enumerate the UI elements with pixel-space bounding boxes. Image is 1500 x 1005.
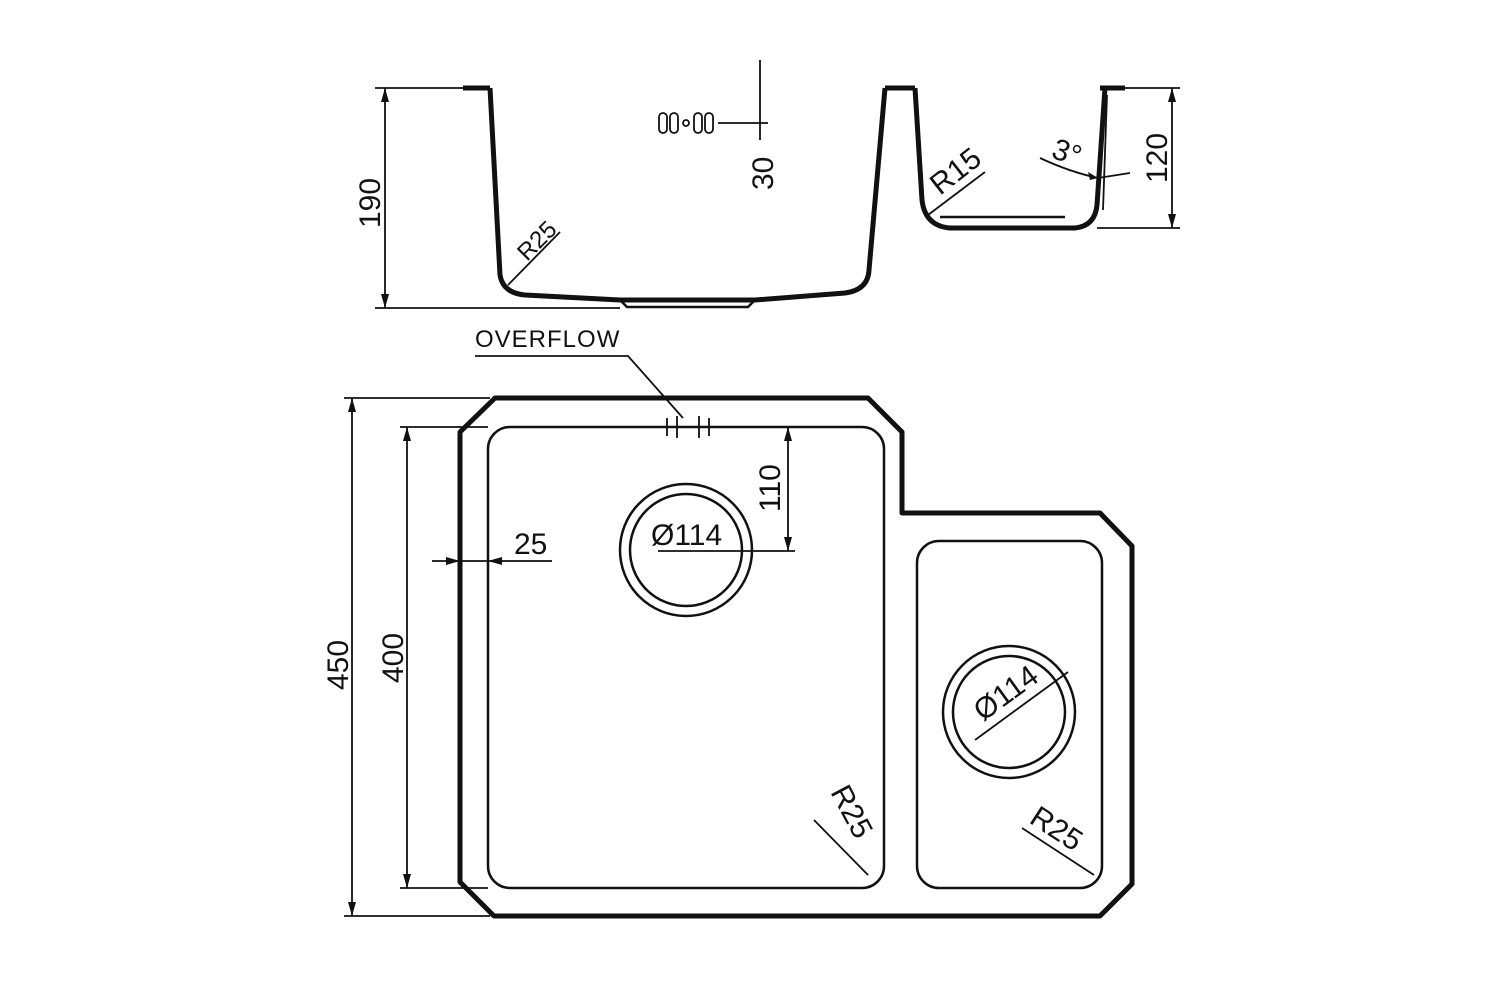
wall-angle-annotation: 3°: [1039, 94, 1131, 211]
outer-depth-dimension: 450: [322, 397, 490, 917]
radius-main-label: R25: [512, 216, 562, 266]
main-bowl-waste: [619, 299, 756, 309]
depth-small-label: 120: [1141, 133, 1174, 183]
overflow-slot-symbol: [658, 112, 768, 134]
drain-main-label: Ø114: [651, 519, 722, 552]
radius-main-leader: [507, 231, 561, 286]
rim-width-dimension: 25: [432, 528, 552, 565]
overflow-leader: [475, 355, 684, 419]
main-bowl-profile: [487, 87, 888, 303]
main-bowl-inner: [486, 425, 886, 890]
corner-radius-main-leader: [813, 819, 869, 876]
inner-depth-label: 400: [377, 633, 410, 683]
depth-main-label: 190: [354, 178, 387, 228]
plan-view: OVERFLOW Ø114 110: [322, 326, 1135, 919]
corner-radius-main-label: R25: [824, 780, 879, 844]
drain-offset-dimension: 110: [712, 426, 792, 551]
overflow-drop-label: 30: [747, 157, 780, 190]
rim-width-label: 25: [514, 528, 547, 561]
small-bowl-inner: [915, 539, 1104, 890]
main-drain: Ø114: [618, 482, 795, 618]
corner-radius-small-label: R25: [1024, 800, 1088, 858]
radius-small-label: R15: [924, 142, 988, 202]
drain-offset-label: 110: [754, 464, 787, 512]
inner-depth-dimension: 400: [377, 426, 488, 889]
overflow-label: OVERFLOW: [475, 326, 620, 353]
wall-angle-label: 3°: [1048, 133, 1086, 174]
sink-outer-rim: [457, 395, 1135, 919]
depth-small-dimension: 120: [1097, 87, 1180, 229]
small-bowl-profile: [912, 87, 1108, 231]
outer-depth-label: 450: [322, 640, 355, 690]
small-drain: Ø114: [941, 644, 1077, 780]
side-section-view: 30 190 120 R25 R15: [354, 60, 1180, 309]
radius-small-leader: [927, 171, 986, 216]
corner-radius-small-leader: [1021, 827, 1095, 876]
depth-main-dimension: 190: [354, 87, 620, 309]
